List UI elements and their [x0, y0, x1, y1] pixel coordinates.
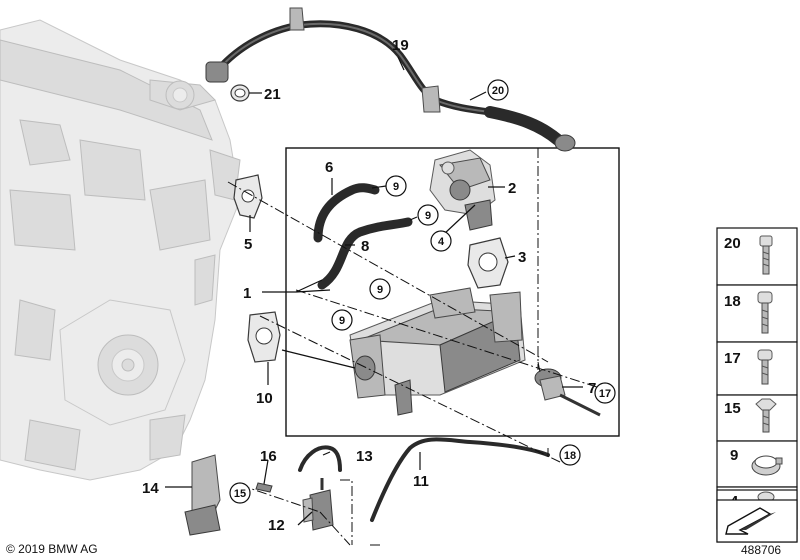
callout-10: 10 — [256, 390, 273, 407]
legend-number-17: 17 — [724, 350, 741, 367]
callout-9-c: 9 — [377, 284, 383, 296]
torx-bolt-short-icon — [757, 349, 773, 385]
callout-15: 15 — [234, 488, 246, 500]
line-13 — [298, 445, 342, 472]
copyright-text: © 2019 BMW AG — [6, 542, 98, 556]
assembly-lines — [227, 148, 607, 546]
line-11 — [370, 437, 550, 522]
legend-number-20: 20 — [724, 235, 741, 252]
callout-4: 4 — [438, 236, 445, 248]
callout-17: 17 — [599, 388, 611, 400]
pressure-converter-12 — [302, 478, 334, 531]
legend-number-18: 18 — [724, 293, 741, 310]
callout-9-a: 9 — [393, 181, 399, 193]
legend-number-15: 15 — [724, 400, 741, 417]
callouts: 19 21 2 6 3 5 8 1 10 7 11 13 16 14 12 — [142, 37, 596, 534]
diagram-number: 488706 — [741, 543, 782, 557]
callout-16: 16 — [260, 448, 277, 465]
gasket-5 — [233, 174, 263, 219]
callout-6: 6 — [325, 159, 333, 176]
callout-3: 3 — [518, 249, 526, 266]
hose-clamp-icon — [751, 455, 783, 476]
callout-21: 21 — [264, 86, 281, 103]
callout-2: 2 — [508, 180, 516, 197]
callout-1: 1 — [243, 285, 251, 302]
callout-14: 14 — [142, 480, 159, 497]
callout-11: 11 — [413, 473, 429, 490]
legend-number-9: 9 — [730, 447, 738, 464]
egr-valve-2 — [429, 149, 496, 231]
bracket-14 — [184, 454, 221, 536]
fastener-legend: 20 18 17 15 9 4 — [716, 227, 798, 543]
callout-18: 18 — [564, 450, 576, 462]
circled-callouts: 20 9 9 4 9 9 17 18 15 — [229, 79, 616, 504]
callout-9-d: 9 — [339, 315, 345, 327]
callout-13: 13 — [356, 448, 373, 465]
bolt-16 — [255, 482, 273, 493]
hex-bolt-icon — [755, 398, 777, 433]
callout-8: 8 — [361, 238, 369, 255]
callout-12: 12 — [268, 517, 285, 534]
callout-7: 7 — [588, 380, 596, 397]
actuator-7 — [534, 368, 601, 417]
direction-arrow-icon — [716, 499, 798, 543]
egr-pipe-19 — [205, 7, 576, 152]
gasket-3 — [467, 237, 509, 289]
hose-8 — [317, 217, 413, 290]
egr-cooler — [349, 287, 526, 416]
callout-19: 19 — [392, 37, 409, 54]
torx-bolt-long-icon — [759, 235, 773, 275]
callout-9-b: 9 — [425, 210, 431, 222]
leader-lines — [165, 56, 583, 526]
hose-6 — [313, 183, 380, 243]
callout-5: 5 — [244, 236, 252, 253]
callout-20: 20 — [492, 85, 504, 97]
gasket-10 — [247, 311, 281, 363]
engine-block-illustration — [0, 19, 241, 481]
torx-bolt-icon — [757, 291, 773, 334]
